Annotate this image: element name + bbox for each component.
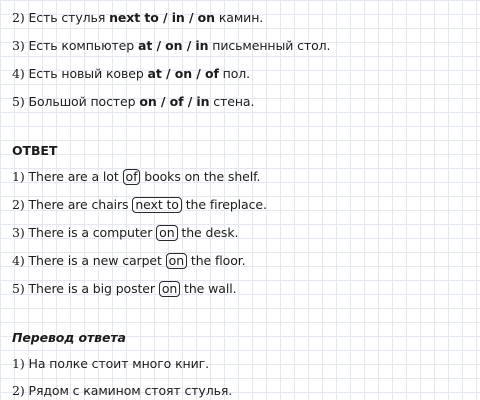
task-line-options: at / on / of <box>147 66 219 81</box>
task-line-number: 5) <box>12 94 25 109</box>
answer-boxed-word: on <box>156 225 178 241</box>
answer-line-text: There are chairs <box>24 197 133 212</box>
answer-line-text: the fireplace. <box>181 197 267 212</box>
task-line-text: письменный стол. <box>208 38 331 53</box>
task-line-5: 5) Большой постер on / of / in стена. <box>12 94 254 110</box>
answer-line-text: books on the shelf. <box>140 169 261 184</box>
answer-line-4: 4) There is a new carpet on the floor. <box>12 253 246 269</box>
answer-line-number: 1) <box>12 169 25 184</box>
translation-line-text: На полке стоит много книг. <box>24 356 210 371</box>
task-line-4: 4) Есть новый ковер at / on / of пол. <box>12 66 250 82</box>
translation-heading: Перевод ответа <box>12 330 126 345</box>
answer-boxed-word: on <box>158 281 181 297</box>
answer-line-1: 1) There are a lot of books on the shelf… <box>12 169 261 185</box>
translation-line-text: Рядом с камином стоят стулья. <box>24 383 233 398</box>
answer-heading: ОТВЕТ <box>12 143 58 158</box>
translation-line-2: 2) Рядом с камином стоят стулья. <box>12 383 232 399</box>
answer-boxed-word: next to <box>132 197 182 213</box>
task-line-number: 2) <box>12 10 25 25</box>
answer-line-text: There are a lot <box>24 169 123 184</box>
task-line-options: on / of / in <box>139 94 210 109</box>
answer-line-text: the floor. <box>187 253 246 268</box>
task-line-options: next to / in / on <box>109 10 215 25</box>
answer-line-text: the wall. <box>180 281 237 296</box>
answer-line-text: There is a new carpet <box>24 253 166 268</box>
task-line-number: 4) <box>12 66 25 81</box>
answer-line-number: 3) <box>12 225 25 240</box>
answer-line-text: There is a computer <box>24 225 157 240</box>
translation-line-1: 1) На полке стоит много книг. <box>12 356 209 372</box>
task-line-text: Есть стулья <box>24 10 110 25</box>
task-line-number: 3) <box>12 38 25 53</box>
answer-line-text: There is a big poster <box>24 281 159 296</box>
task-line-options: at / on / in <box>137 38 209 53</box>
answer-line-number: 2) <box>12 197 25 212</box>
task-line-text: Большой постер <box>24 94 140 109</box>
answer-line-number: 4) <box>12 253 25 268</box>
answer-line-3: 3) There is a computer on the desk. <box>12 225 238 241</box>
translation-line-number: 1) <box>12 356 25 371</box>
task-line-text: пол. <box>218 66 251 81</box>
task-line-text: Есть компьютер <box>24 38 138 53</box>
answer-boxed-word: of <box>122 169 141 185</box>
answer-line-text: the desk. <box>177 225 239 240</box>
task-line-text: камин. <box>214 10 264 25</box>
task-line-3: 3) Есть компьютер at / on / in письменны… <box>12 38 331 54</box>
answer-line-number: 5) <box>12 281 25 296</box>
answer-line-2: 2) There are chairs next to the fireplac… <box>12 197 267 213</box>
translation-line-number: 2) <box>12 383 25 398</box>
task-line-text: Есть новый ковер <box>24 66 148 81</box>
task-line-2: 2) Есть стулья next to / in / on камин. <box>12 10 263 26</box>
answer-line-5: 5) There is a big poster on the wall. <box>12 281 237 297</box>
task-line-text: стена. <box>209 94 255 109</box>
answer-boxed-word: on <box>165 253 188 269</box>
